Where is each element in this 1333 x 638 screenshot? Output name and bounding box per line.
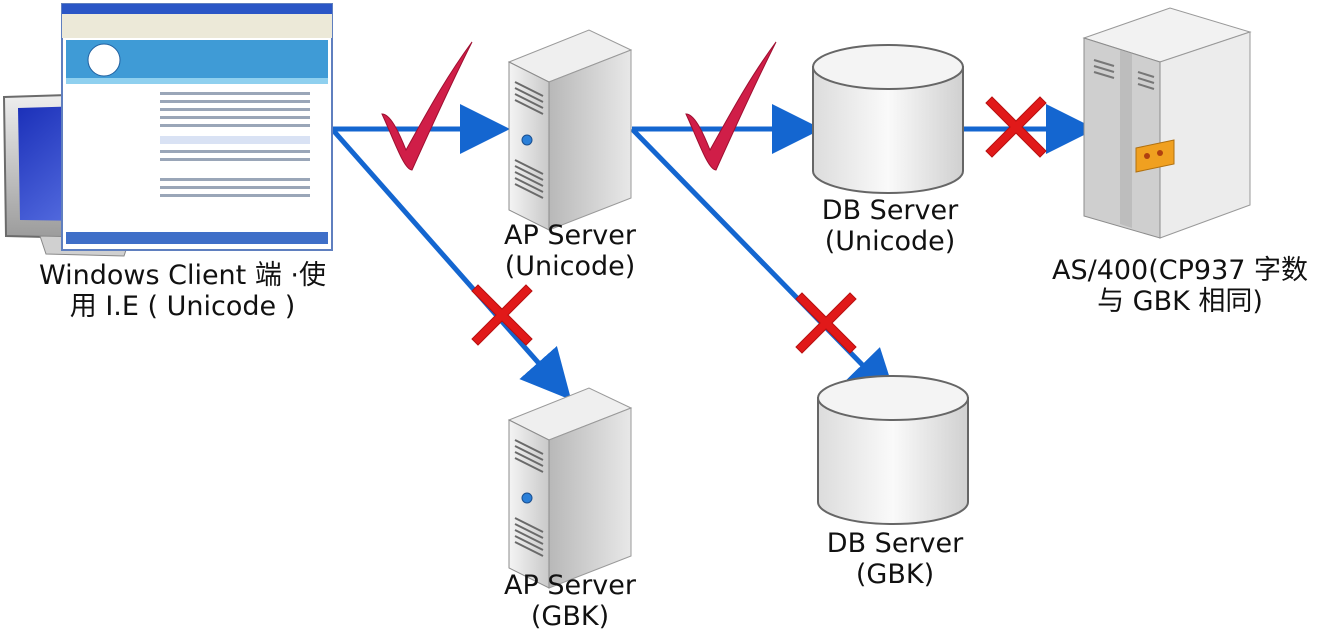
db-server-gbk-icon <box>817 375 969 525</box>
db-server-unicode-name: DB Server <box>821 195 959 226</box>
client-label-line1: Windows Client 端 ·使 <box>38 260 327 291</box>
db-server-unicode-encoding: (Unicode) <box>824 226 956 257</box>
checkmark-icon <box>685 41 777 171</box>
ap-server-unicode-label: AP Server (Unicode) <box>480 220 660 282</box>
as400-mainframe-icon <box>1082 7 1252 239</box>
db-server-unicode-label: DB Server (Unicode) <box>800 195 980 257</box>
ap-server-gbk-icon <box>508 387 632 589</box>
ap-server-gbk-label: AP Server (GBK) <box>480 570 660 632</box>
ap-server-unicode-icon <box>508 29 632 231</box>
db-server-gbk-label: DB Server (GBK) <box>805 528 985 590</box>
arrow-client-to-ap-gbk <box>330 127 572 400</box>
ap-server-unicode-encoding: (Unicode) <box>504 251 636 282</box>
as400-label-line2: 与 GBK 相同) <box>1097 286 1263 317</box>
db-server-unicode-icon <box>812 44 964 194</box>
connector-lines <box>330 104 1096 401</box>
db-server-gbk-encoding: (GBK) <box>855 559 935 590</box>
ap-server-unicode-name: AP Server <box>504 220 636 251</box>
browser-screenshot-icon <box>61 3 333 251</box>
cross-icon <box>795 292 857 354</box>
ap-server-gbk-encoding: (GBK) <box>530 601 610 632</box>
cross-icon <box>471 284 533 346</box>
db-server-gbk-name: DB Server <box>826 528 964 559</box>
client-label-line2: 用 I.E ( Unicode ) <box>69 291 296 322</box>
ap-server-gbk-name: AP Server <box>504 570 636 601</box>
checkmark-icon <box>381 41 473 171</box>
as400-label: AS/400(CP937 字数 与 GBK 相同) <box>1030 255 1330 317</box>
client-label: Windows Client 端 ·使 用 I.E ( Unicode ) <box>10 260 355 322</box>
as400-label-line1: AS/400(CP937 字数 <box>1051 255 1309 286</box>
